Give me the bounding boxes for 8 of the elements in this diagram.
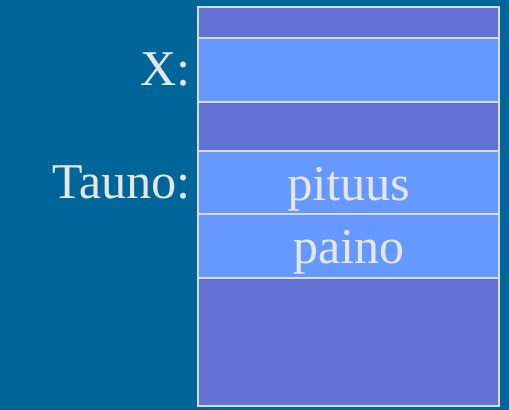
memory-cell	[197, 150, 500, 216]
variable-label: Tauno:	[52, 156, 190, 206]
memory-cell	[197, 6, 500, 39]
memory-cell	[197, 101, 500, 152]
memory-cell	[197, 37, 500, 103]
memory-cell	[197, 213, 500, 279]
variable-label: X:	[140, 43, 190, 93]
memory-cell	[197, 277, 500, 407]
